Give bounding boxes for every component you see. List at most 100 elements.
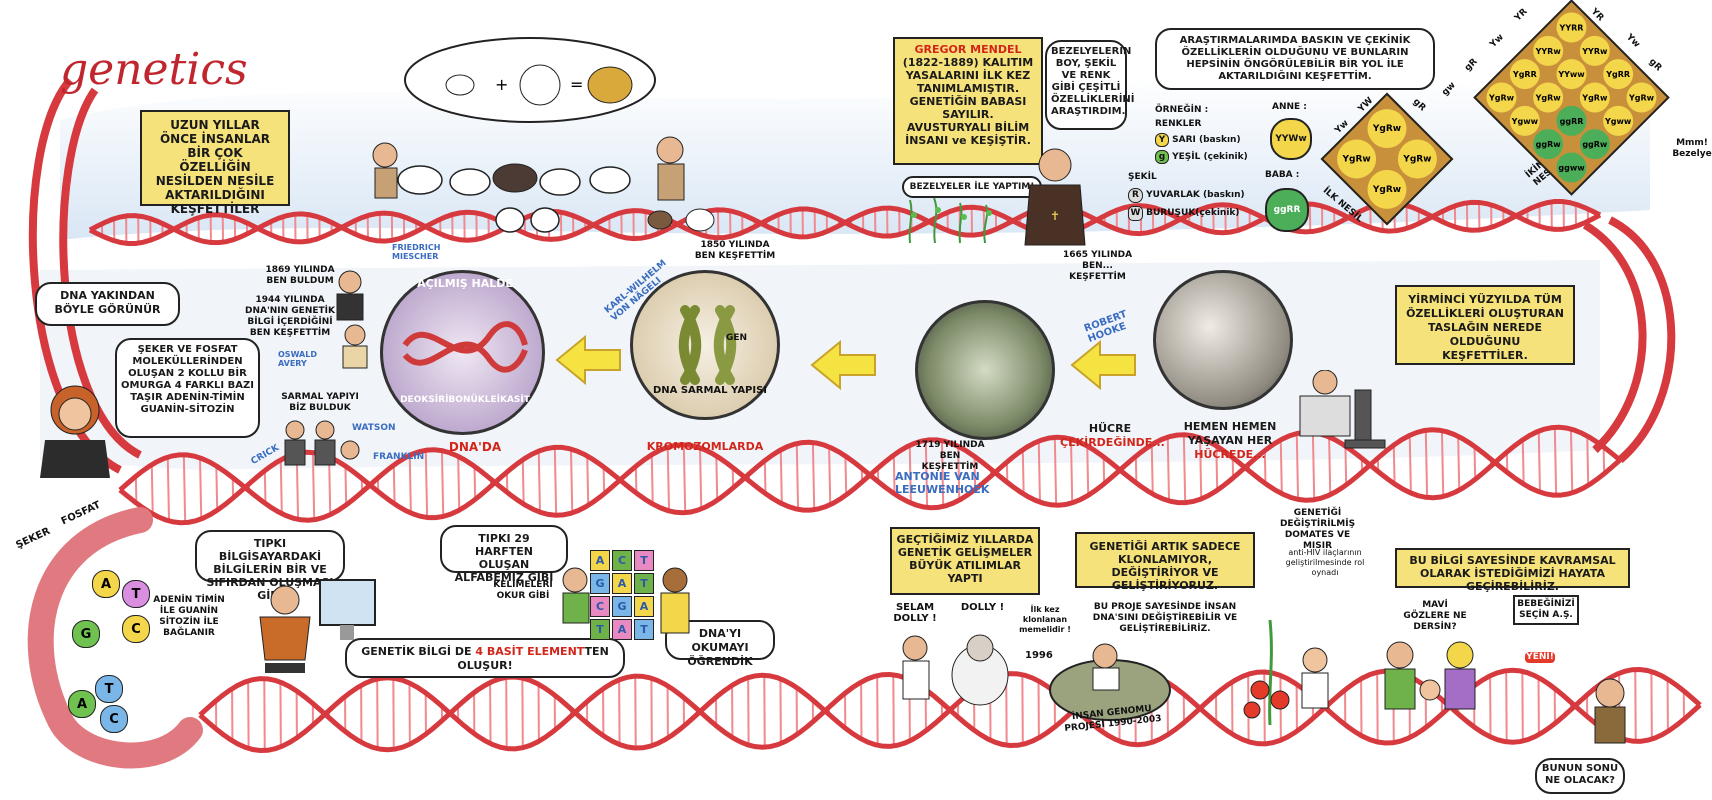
punnett-small-cell: YgRw — [1337, 139, 1377, 179]
punnett-large-cell: YgRw — [1533, 82, 1564, 113]
franklin-label: FRANKLIN — [373, 452, 425, 462]
helix-rung — [1102, 456, 1106, 484]
round-dominant: R YUVARLAK (baskın) — [1128, 188, 1245, 203]
dna-circle-top: AÇILMIŞ HALDE — [417, 277, 513, 290]
base-letter: A — [92, 570, 120, 598]
helix-rung — [392, 465, 396, 504]
green-recessive: g YEŞİL (çekinik) — [1155, 150, 1248, 164]
base-letter: G — [72, 620, 100, 648]
mendel-speech-peas: BEZELYELERİN BOY, ŞEKİL VE RENK GİBİ ÇEŞ… — [1045, 40, 1135, 130]
punnett-large-cell: YYww — [1556, 59, 1587, 90]
helix-rung — [795, 443, 800, 510]
helix-rung — [408, 455, 412, 514]
helix-rung — [844, 456, 848, 495]
gene-label: GEN — [726, 333, 748, 343]
helix-rung — [328, 456, 332, 515]
dolly-call: DOLLY ! — [960, 602, 1005, 613]
dna-circle — [380, 270, 545, 435]
helix-rung — [166, 457, 171, 521]
girl-speech-structure: ŞEKER VE FOSFAT MOLEKÜLLERİNDEN OLUŞAN 2… — [115, 338, 260, 438]
nucleus-circle — [915, 300, 1055, 440]
dna-circle-bottom: DEOKSİRİBONÜKLEİKASİT — [400, 395, 530, 405]
scientists-figures — [284, 270, 368, 466]
new-badge: YENİ! — [1525, 652, 1555, 663]
thought-cloud: + = — [404, 37, 656, 123]
helix-rung — [1328, 436, 1332, 495]
helix-rung — [263, 470, 267, 504]
alphabet-block: G — [590, 573, 610, 594]
father-pea: ggRR — [1265, 188, 1309, 232]
father-label: BABA : — [1265, 170, 1300, 180]
mendel-dates: (1822-1889) — [902, 56, 979, 69]
alphabet-block: T — [634, 550, 654, 571]
helix-rung — [602, 466, 606, 494]
punnett-large-cell: YYRw — [1579, 35, 1610, 66]
helix-rung — [1440, 430, 1445, 497]
helix-middle — [118, 424, 1622, 526]
helix-rung — [924, 440, 929, 508]
leeuwenhoek-caption-a: HÜCRE — [1088, 422, 1132, 435]
svg-text:=: = — [570, 75, 583, 94]
helix-rung — [1537, 431, 1541, 493]
computer-speech: TIPKI BİLGİSAYARDAKİ BİLGİLERİN BİR VE S… — [195, 530, 345, 602]
helix-rung — [715, 455, 719, 501]
helix-rung — [957, 446, 961, 501]
mendel-figure: ✝ — [1024, 148, 1086, 246]
genetic-info-c: TEN OLUŞUR! — [457, 645, 609, 672]
helix-rung — [1215, 445, 1219, 491]
round-dominant-text: YUVARLAK (baskın) — [1146, 190, 1245, 200]
punnett-large-cell: ggRw — [1533, 129, 1564, 160]
project-speech: BU PROJE SAYESİNDE İNSAN DNA'SINI DEĞİŞT… — [1092, 602, 1238, 634]
helix-rung — [1392, 445, 1396, 484]
base-letter: C — [122, 615, 150, 643]
punnett-large-cell: YgRw — [1486, 82, 1517, 113]
helix-rung — [424, 450, 429, 518]
computer-scene — [259, 579, 376, 673]
punnett-large-cell: Ygww — [1603, 105, 1634, 136]
helix-rung — [811, 442, 816, 510]
yum-bubble: Mmm! Bezelye — [1672, 138, 1712, 159]
helix-rung — [1521, 439, 1525, 485]
chromosome-circle — [630, 270, 780, 420]
alphabet-block: T — [634, 619, 654, 640]
helix-rung — [311, 452, 316, 520]
helix-rung — [344, 466, 348, 505]
helix-rung — [1311, 432, 1316, 500]
helix-top — [88, 199, 1602, 246]
alphabet-block: A — [612, 573, 632, 594]
base-pairing-text: ADENİN TİMİN İLE GUANİN SİTOZİN İLE BAĞL… — [153, 595, 225, 638]
helix-rung — [457, 456, 461, 511]
helix-rung — [1473, 446, 1477, 480]
colors-label: RENKLER — [1155, 119, 1202, 129]
miescher-speech: 1869 YILINDA BEN BULDUM — [265, 265, 335, 286]
helix-rung — [1134, 456, 1138, 484]
helix-rung — [1199, 437, 1203, 499]
base-letter: T — [122, 580, 150, 608]
alphabet-block: A — [634, 596, 654, 617]
helix-strand — [118, 427, 1622, 523]
avery-name: OSWALD AVERY — [278, 350, 317, 368]
mendel-speech-did: BEZELYELER İLE YAPTIM! — [902, 176, 1042, 198]
helix-rung — [279, 459, 283, 514]
genetic-info-a: GENETİK BİLGİ DE — [361, 645, 472, 658]
helix-bottom — [198, 666, 1702, 754]
chromosome-shape — [678, 305, 737, 385]
twentieth-century-box: YİRMİNCİ YÜZYILDA TÜM ÖZELLİKLERİ OLUŞTU… — [1395, 285, 1575, 365]
helix-rung — [1602, 446, 1606, 474]
helix-rung — [440, 450, 445, 517]
helix-rung — [973, 456, 977, 490]
helix-rung — [521, 459, 525, 505]
helix-rung — [553, 447, 558, 516]
punnett-large-cell: ggww — [1556, 152, 1587, 183]
helix-rung — [1166, 437, 1171, 501]
dolly-scene — [902, 634, 1009, 706]
alphabet-block: A — [612, 619, 632, 640]
dna-caption: DNA'DA — [448, 440, 502, 454]
read-words-text: KELİMELERİ OKUR GİBİ — [493, 580, 553, 601]
family-scene — [1384, 641, 1476, 710]
genome-scene — [1049, 643, 1171, 721]
helix-rung — [134, 476, 138, 504]
helix-rung — [1553, 427, 1558, 496]
